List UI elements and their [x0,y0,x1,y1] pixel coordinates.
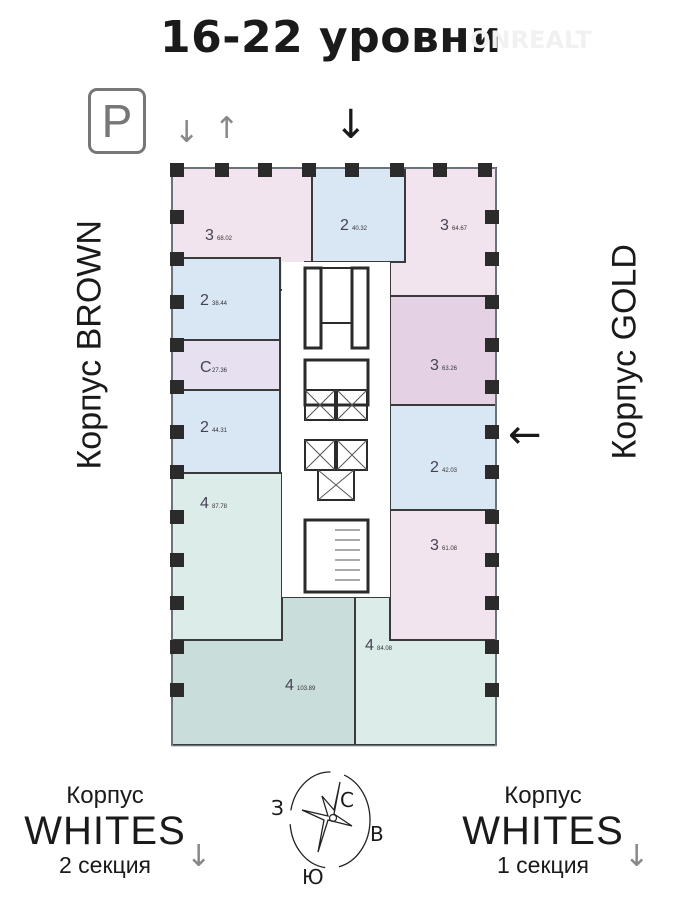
column-icon [258,163,272,177]
side-entrance-arrow-icon: ← [508,412,542,458]
parking-entry-arrow-icon: ↑ [214,111,240,146]
column-icon [170,163,184,177]
section-label: 1 секция [496,852,589,878]
apartment-rooms: 3 [430,537,439,554]
apartment-9[interactable] [389,509,497,641]
apartment-area: 44.31 [212,428,228,434]
column-icon [345,163,359,177]
building-core [282,262,390,597]
parking-exit-arrow-icon: ↓ [174,115,200,150]
column-icon [485,338,499,352]
apartment-area: 87.78 [212,504,228,510]
compass-west: З [271,796,284,820]
column-icon [485,465,499,479]
column-icon [170,553,184,567]
apartment-area: 40.32 [352,226,368,232]
column-icon [170,380,184,394]
korpus-label: Корпус [66,782,144,809]
apartment-rooms: 3 [430,357,439,374]
compass-east: В [370,822,384,846]
apartment-rooms: 2 [200,292,209,309]
apartment-rooms: 3 [440,217,449,234]
column-icon [302,163,316,177]
elevator-icon [304,389,336,421]
column-icon [433,163,447,177]
whites-2-arrow-icon: ↓ [186,839,212,874]
column-icon [170,338,184,352]
apartment-area: 27.36 [212,368,228,374]
compass-north: С [340,788,354,812]
apartment-rooms: 4 [200,495,209,512]
main-entrance-arrow-icon: ↓ [334,102,368,148]
building-name: WHITES [462,809,624,853]
column-icon [478,163,492,177]
column-icon [485,683,499,697]
apartment-rooms: С [200,359,212,376]
watermark: ONREALT [470,26,592,54]
column-icon [170,640,184,654]
elevator-icon [317,469,355,501]
column-icon [170,252,184,266]
column-icon [485,252,499,266]
column-icon [485,640,499,654]
structural-columns [170,163,499,697]
apartment-10[interactable] [171,472,283,641]
korpus-label: Корпус [504,782,582,809]
column-icon [170,425,184,439]
column-icon [170,596,184,610]
apartment-area: 68.02 [217,236,233,242]
apartment-rooms: 3 [205,227,214,244]
column-icon [215,163,229,177]
column-icon [485,596,499,610]
apartment-area: 42.03 [442,468,458,474]
compass-rose [289,771,371,869]
apartment-4[interactable] [171,257,281,341]
column-icon [170,510,184,524]
apartment-area: 103.89 [297,686,316,692]
apartment-2[interactable] [311,167,406,263]
column-icon [170,210,184,224]
column-icon [170,465,184,479]
apartment-area: 61.08 [442,546,458,552]
apartment-rooms: 4 [285,677,294,694]
column-icon [170,295,184,309]
page-title: 16-22 уровни [160,12,502,63]
column-icon [485,553,499,567]
compass-south: Ю [302,865,324,889]
building-name: WHITES [24,809,186,853]
elevator-icon [336,389,368,421]
column-icon [170,683,184,697]
apartment-rooms: 4 [365,637,374,654]
column-icon [485,295,499,309]
apartment-rooms: 2 [340,217,349,234]
apartment-rooms: 2 [200,419,209,436]
column-icon [485,425,499,439]
apartment-7[interactable] [389,295,497,406]
building-label-whites-2: Корпус WHITES 2 секция [10,782,200,879]
column-icon [485,510,499,524]
apartment-area: 64.67 [452,226,468,232]
apartment-area: 63.26 [442,366,458,372]
whites-1-arrow-icon: ↓ [624,839,650,874]
building-label-whites-1: Корпус WHITES 1 секция [448,782,638,879]
apartment-8[interactable] [389,404,497,511]
parking-icon: P [88,88,146,154]
column-icon [485,380,499,394]
column-icon [485,210,499,224]
section-label: 2 секция [58,852,151,878]
apartment-5[interactable] [171,339,281,391]
apartment-area: 84.08 [377,646,393,652]
apartment-rooms: 2 [430,459,439,476]
apartment-area: 38.44 [212,301,228,307]
column-icon [390,163,404,177]
